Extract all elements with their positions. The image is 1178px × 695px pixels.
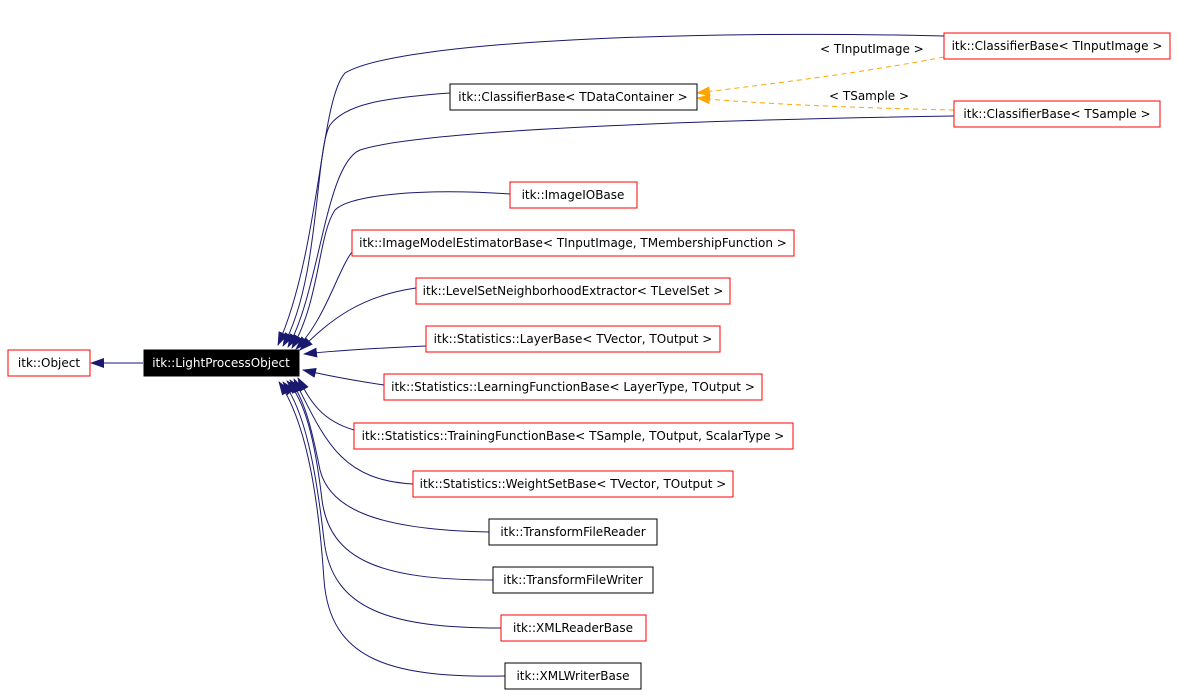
edge-xmlwriter bbox=[278, 381, 506, 677]
edge-tpl-sample bbox=[696, 94, 955, 111]
edge-tfwriter bbox=[286, 380, 494, 581]
edge-weightset bbox=[293, 378, 414, 485]
node-object[interactable]: itk::Object bbox=[7, 349, 91, 377]
node-object-label: itk::Object bbox=[18, 356, 80, 370]
node-xml-reader-base-label: itk::XMLReaderBase bbox=[513, 621, 633, 635]
edge-layer bbox=[303, 345, 427, 358]
node-classifier-base-sample-label: itk::ClassifierBase< TSample > bbox=[963, 107, 1150, 121]
node-xml-reader-base[interactable]: itk::XMLReaderBase bbox=[500, 614, 647, 642]
node-classifier-base-input-image[interactable]: itk::ClassifierBase< TInputImage > bbox=[943, 32, 1171, 60]
node-transform-file-reader-label: itk::TransformFileReader bbox=[500, 525, 645, 539]
node-classifier-base-sample[interactable]: itk::ClassifierBase< TSample > bbox=[953, 100, 1161, 128]
node-light-process-object-label: itk::LightProcessObject bbox=[152, 356, 290, 370]
edge-imodel bbox=[295, 251, 353, 350]
node-xml-writer-base-label: itk::XMLWriterBase bbox=[516, 669, 629, 683]
node-image-model-estimator-base-label: itk::ImageModelEstimatorBase< TInputImag… bbox=[359, 236, 787, 250]
edge-learning bbox=[302, 368, 385, 386]
edge-cb-input bbox=[277, 33, 945, 346]
node-learning-function-base-label: itk::Statistics::LearningFunctionBase< L… bbox=[391, 380, 755, 394]
node-training-function-base[interactable]: itk::Statistics::TrainingFunctionBase< T… bbox=[353, 422, 794, 450]
node-weight-set-base-label: itk::Statistics::WeightSetBase< TVector,… bbox=[420, 477, 727, 491]
edge-tfreader bbox=[289, 379, 490, 533]
edge-tpl-input bbox=[696, 56, 945, 97]
node-weight-set-base[interactable]: itk::Statistics::WeightSetBase< TVector,… bbox=[412, 470, 734, 498]
inheritance-edges bbox=[90, 33, 955, 677]
node-transform-file-writer[interactable]: itk::TransformFileWriter bbox=[492, 566, 654, 594]
node-level-set-neighborhood-extractor-label: itk::LevelSetNeighborhoodExtractor< TLev… bbox=[423, 284, 724, 298]
class-nodes: itk::Object itk::LightProcessObject itk:… bbox=[7, 32, 1171, 690]
node-xml-writer-base[interactable]: itk::XMLWriterBase bbox=[504, 662, 642, 690]
node-image-model-estimator-base[interactable]: itk::ImageModelEstimatorBase< TInputImag… bbox=[351, 229, 795, 257]
node-classifier-base-data-container-label: itk::ClassifierBase< TDataContainer > bbox=[458, 90, 687, 104]
template-edges: < TInputImage > < TSample > bbox=[696, 42, 955, 111]
template-label-input-image: < TInputImage > bbox=[820, 42, 924, 56]
node-training-function-base-label: itk::Statistics::TrainingFunctionBase< T… bbox=[362, 429, 785, 443]
edge-cb-data bbox=[282, 92, 451, 347]
node-layer-base[interactable]: itk::Statistics::LayerBase< TVector, TOu… bbox=[425, 325, 721, 353]
edge-xmlreader bbox=[282, 381, 502, 629]
node-classifier-base-data-container[interactable]: itk::ClassifierBase< TDataContainer > bbox=[449, 83, 698, 111]
node-imageio-base-label: itk::ImageIOBase bbox=[522, 188, 625, 202]
node-learning-function-base[interactable]: itk::Statistics::LearningFunctionBase< L… bbox=[383, 373, 763, 401]
node-classifier-base-input-image-label: itk::ClassifierBase< TInputImage > bbox=[952, 39, 1163, 53]
node-transform-file-reader[interactable]: itk::TransformFileReader bbox=[488, 518, 658, 546]
edge-imageio bbox=[291, 191, 511, 349]
node-transform-file-writer-label: itk::TransformFileWriter bbox=[503, 573, 643, 587]
template-label-sample: < TSample > bbox=[829, 89, 909, 103]
edge-levelset bbox=[299, 287, 417, 351]
node-imageio-base[interactable]: itk::ImageIOBase bbox=[509, 181, 638, 209]
node-level-set-neighborhood-extractor[interactable]: itk::LevelSetNeighborhoodExtractor< TLev… bbox=[415, 277, 731, 305]
edge-cb-sample bbox=[287, 115, 955, 348]
node-light-process-object[interactable]: itk::LightProcessObject bbox=[143, 349, 300, 377]
node-layer-base-label: itk::Statistics::LayerBase< TVector, TOu… bbox=[434, 332, 713, 346]
